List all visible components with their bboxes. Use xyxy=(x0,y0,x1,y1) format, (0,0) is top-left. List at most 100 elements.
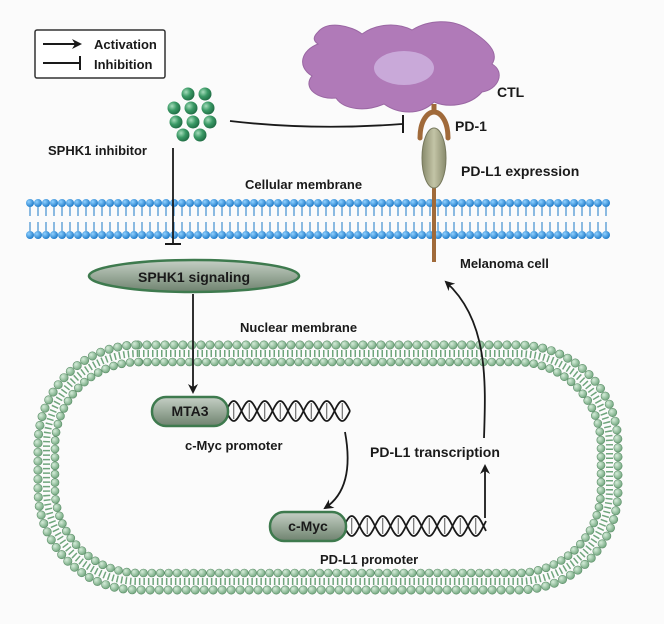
nuclear-lipid-head xyxy=(217,585,227,595)
lipid-head xyxy=(106,199,114,207)
lipid-head xyxy=(466,231,474,239)
nuclear-lipid-head xyxy=(59,373,69,383)
lipid-head xyxy=(362,199,370,207)
nuclear-lipid-head xyxy=(235,585,245,595)
ctl-nucleus xyxy=(374,51,434,85)
lipid-head xyxy=(354,199,362,207)
nuclear-lipid-head xyxy=(104,344,114,354)
nuclear-lipid-head xyxy=(483,568,493,578)
nuclear-lipid-head xyxy=(142,340,152,350)
inhibitor-dot xyxy=(193,128,207,142)
nuclear-lipid-head xyxy=(37,412,47,422)
lipid-head xyxy=(210,199,218,207)
lipid-head xyxy=(482,199,490,207)
nuclear-lipid-head xyxy=(190,585,200,595)
nuclear-lipid-head xyxy=(577,363,587,373)
cmyc-label: c-Myc xyxy=(288,518,328,534)
lipid-head xyxy=(466,199,474,207)
lipid-head xyxy=(282,231,290,239)
nuclear-lipid-head xyxy=(458,568,468,578)
nuclear-lipid-head xyxy=(206,568,215,578)
nuclear-lipid-head xyxy=(358,340,368,350)
lipid-head xyxy=(42,199,50,207)
nuclear-lipid-head xyxy=(244,585,254,595)
nuclear-lipid-head xyxy=(289,585,299,595)
nuclear-lipid-head xyxy=(231,568,241,578)
nuclear-lipid-head xyxy=(580,559,590,569)
mta3-label: MTA3 xyxy=(171,403,208,419)
nuclear-lipid-head xyxy=(256,568,266,578)
nuclear-lipid-head xyxy=(35,420,45,430)
pdl1-promoter-dna xyxy=(343,515,487,537)
nuclear-lipid-head xyxy=(307,568,316,578)
nuclear-lipid-head xyxy=(156,568,165,578)
nuclear-lipid-head xyxy=(609,514,619,524)
nuclear-lipid-head xyxy=(487,585,497,595)
inhibitor-dot xyxy=(169,115,183,129)
nuclear-lipid-head xyxy=(130,568,140,578)
nuclear-lipid-head xyxy=(122,341,132,351)
nuclear-lipid-head xyxy=(538,343,548,353)
nuclear-lipid-head xyxy=(546,346,556,356)
nuclear-lipid-head xyxy=(260,357,270,367)
nuclear-lipid-head xyxy=(379,585,389,595)
lipid-head xyxy=(314,231,322,239)
lipid-head xyxy=(450,199,458,207)
lipid-head xyxy=(546,231,554,239)
lipid-head xyxy=(522,199,530,207)
nuclear-lipid-head xyxy=(34,429,44,439)
nuclear-lipid-head xyxy=(36,510,46,520)
lipid-head xyxy=(602,199,610,207)
lipid-head xyxy=(394,231,402,239)
nuclear-lipid-head xyxy=(596,469,606,479)
nuclear-lipid-head xyxy=(437,357,446,367)
lipid-head xyxy=(146,199,154,207)
lipid-head xyxy=(138,231,146,239)
nuclear-lipid-head xyxy=(563,353,573,363)
nuclear-lipid-head xyxy=(596,494,605,504)
nuclear-lipid-head xyxy=(62,526,71,536)
nuclear-lipid-head xyxy=(302,357,312,367)
nuclear-lipid-head xyxy=(596,486,606,495)
lipid-head xyxy=(290,199,298,207)
nuclear-lipid-head xyxy=(595,427,605,437)
nuclear-lipid-head xyxy=(316,585,326,595)
nuclear-lipid-head xyxy=(271,585,281,595)
nuclear-lipid-head xyxy=(357,568,367,578)
lipid-head xyxy=(282,199,290,207)
lipid-head xyxy=(74,231,82,239)
nuclear-lipid-head xyxy=(592,510,602,520)
nuclear-lipid-head xyxy=(33,447,43,457)
nuclear-lipid-head xyxy=(164,568,173,578)
nuclear-lipid-head xyxy=(578,389,588,399)
nuclear-lipid-head xyxy=(33,456,43,466)
nuclear-lipid-head xyxy=(53,419,63,429)
nuclear-membrane-label: Nuclear membrane xyxy=(240,320,357,335)
nuclear-lipid-head xyxy=(101,580,111,590)
nuclear-lipid-head xyxy=(391,568,400,578)
nuclear-lipid-head xyxy=(323,568,333,578)
nuclear-lipid-head xyxy=(613,443,623,453)
nuclear-lipid-head xyxy=(613,452,623,462)
lipid-head xyxy=(226,231,234,239)
nuclear-lipid-head xyxy=(259,340,269,350)
lipid-head xyxy=(154,231,162,239)
nuclear-lipid-head xyxy=(240,568,249,578)
lipid-head xyxy=(202,199,210,207)
nuclear-lipid-head xyxy=(56,411,65,421)
nuclear-lipid-head xyxy=(343,585,353,595)
nuclear-lipid-head xyxy=(597,539,607,549)
nuclear-lipid-head xyxy=(281,568,291,578)
nuclear-lipid-head xyxy=(608,407,618,417)
nuclear-lipid-head xyxy=(48,387,58,397)
lipid-head xyxy=(274,199,282,207)
lipid-head xyxy=(442,231,450,239)
dna-strand xyxy=(343,515,487,537)
nuclear-lipid-head xyxy=(42,527,52,537)
lipid-head xyxy=(194,199,202,207)
pd1-label: PD-1 xyxy=(455,118,487,134)
nuclear-lipid-head xyxy=(50,469,60,479)
nuclear-lipid-head xyxy=(280,585,290,595)
lipid-head xyxy=(410,199,418,207)
